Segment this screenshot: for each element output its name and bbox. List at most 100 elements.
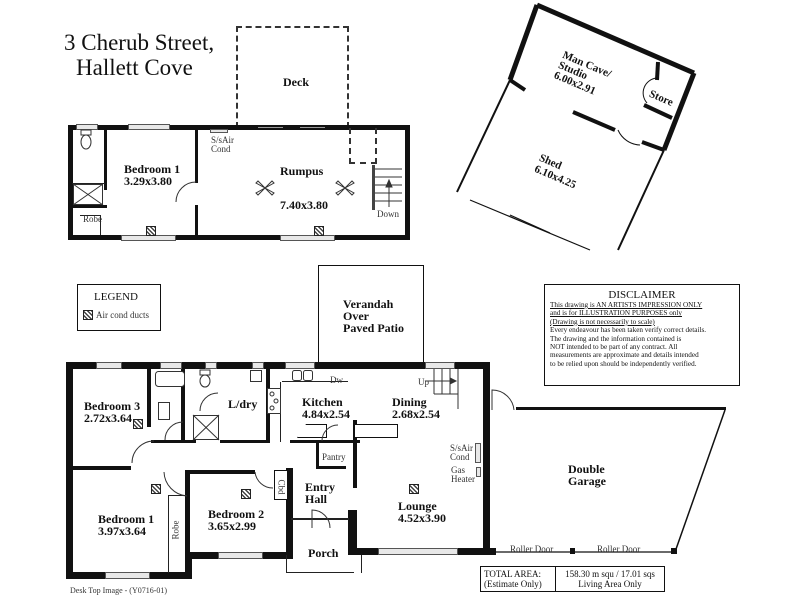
air-cond-duct-icon [151,484,161,494]
ceiling-fan-icon [255,180,275,196]
window [378,548,458,555]
lounge-label: Lounge [398,499,437,513]
sliding-door [300,127,325,128]
wall [291,518,349,520]
address-line-2: Hallett Cove [76,55,193,80]
wall [66,362,488,369]
aircon-unit [210,129,228,133]
total-area-label-cell: TOTAL AREA: (Estimate Only) [481,567,556,591]
robe-label: Robe [83,214,102,224]
verandah-line2: Over [343,309,369,323]
window [280,235,335,241]
bedroom3-size: 2.72x3.64 [84,411,132,425]
air-cond-duct-icon [133,419,143,429]
garage-label: Double [568,462,605,476]
legend-box: LEGEND Air cond ducts [77,284,161,331]
wall [181,369,185,441]
dining-size: 2.68x2.54 [392,407,440,421]
entry-label: Hall [305,492,328,506]
air-cond-duct-icon [146,226,156,236]
window [96,362,122,369]
wall [405,125,410,240]
window [105,572,150,579]
footer-image-id: Desk Top Image - (Y0716-01) [70,586,168,595]
wall [348,510,355,555]
roller-door-label: Roller Door [597,544,641,554]
disclaimer-line: Every endeavour has been taken verify co… [550,326,707,335]
door-swing [175,181,197,203]
toilet-icon [199,369,211,388]
shower-icon [192,414,220,441]
stair-void-outline [349,128,377,164]
dishwasher-label: Dw [330,375,343,385]
wall [195,128,198,183]
legend-title: LEGEND [94,291,138,303]
door-swing [199,392,219,412]
aircon-label: Cond [211,144,231,154]
garage-outline [490,409,726,554]
bedroom1-upper-size: 3.29x3.80 [124,174,172,188]
porch-outline [361,555,362,573]
rumpus-size: 7.40x3.80 [280,198,328,212]
bedroom1-size: 3.97x3.64 [98,524,146,538]
cooktop-icon [267,388,281,414]
wall [220,440,270,443]
door-swing [164,421,184,441]
laundry-tub-icon [250,370,262,382]
door-swing [321,424,339,442]
total-area-label: TOTAL AREA: [484,569,542,579]
kitchen-size: 4.84x2.54 [302,407,350,421]
aircon-label: S/sAir [211,135,235,145]
total-area-value-cell: 158.30 m squ / 17.01 sqs Living Area Onl… [556,567,664,589]
disclaimer-line: (Drawing is not necessarily to scale) [550,317,655,326]
legend-item: Air cond ducts [96,310,149,320]
verandah-line3: Paved Patio [343,321,404,335]
disclaimer-line: measurements are approximate and details… [550,351,699,360]
wall [290,440,360,443]
wall [316,440,319,468]
dining-label: Dining [392,395,427,409]
wall [353,420,357,488]
kitchen-label: Kitchen [302,395,343,409]
wall [483,362,490,555]
wall [286,468,293,559]
door-swing [163,471,188,497]
window [218,552,263,559]
bedroom2-label: Bedroom 2 [208,507,265,521]
bathtub-icon [155,371,185,387]
total-area-scope: Living Area Only [578,579,642,589]
door-swing [131,440,155,464]
wall [80,215,100,216]
air-cond-duct-icon [409,484,419,494]
pantry-label: Pantry [322,452,346,462]
disclaimer-title: DISCLAIMER [608,289,676,301]
cupboard-label: Cbd [276,479,287,495]
wall [73,466,131,470]
kitchen-bench [354,424,398,438]
wall [516,407,726,410]
wall [185,470,255,474]
wall [316,466,346,469]
vanity-icon [158,402,170,420]
window [160,362,182,369]
wall [72,183,105,184]
stairs-up-label: Up [418,377,429,387]
robe-outline [168,495,186,496]
disclaimer-box: DISCLAIMER This drawing is AN ARTISTS IM… [544,284,740,386]
robe-outline [168,495,169,573]
robe-label: Robe [170,520,181,540]
disclaimer-line: to be relied upon should be independentl… [550,359,697,368]
aircon-label: Cond [450,452,470,462]
porch-label: Porch [308,546,339,560]
bedroom1-upper-label: Bedroom 1 [124,162,181,176]
cupboard-outline [274,470,288,500]
laundry-label: L/dry [228,397,258,411]
stairs-icon [425,369,459,409]
roller-door-label: Roller Door [510,544,554,554]
garage-label: Garage [568,474,606,488]
wall [68,125,73,240]
verandah-outline [318,265,424,365]
porch-outline [286,572,354,573]
kitchen-counter [282,381,348,382]
lounge-size: 4.52x3.90 [398,511,446,525]
